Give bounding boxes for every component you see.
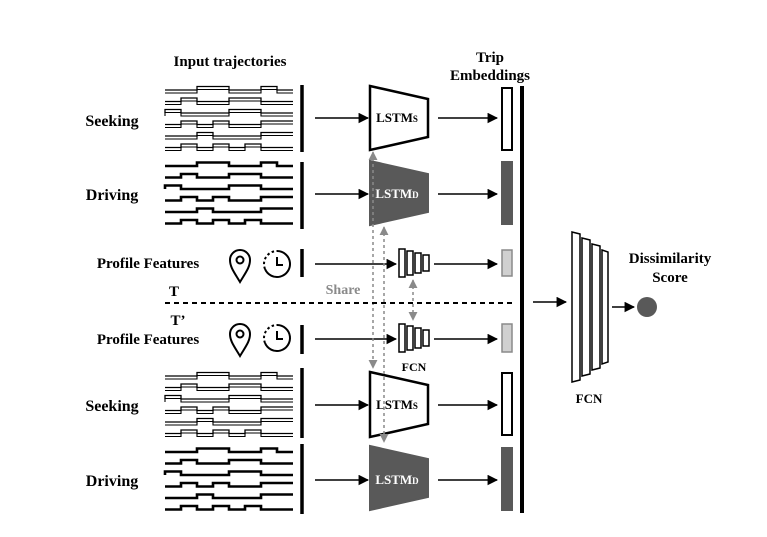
- embedding-profile-top: [501, 249, 513, 277]
- embedding-driving-top: [501, 161, 513, 225]
- profile-features-label-bottom: Profile Features: [97, 332, 199, 348]
- trajectory-line-outline: [165, 420, 293, 426]
- trajectory-line-outline: [165, 386, 293, 392]
- embedding-seeking-bottom: [501, 372, 513, 436]
- trajectory-line: [165, 143, 293, 149]
- embedding-seeking-top: [501, 87, 513, 151]
- trajectory-line: [165, 504, 293, 511]
- lstm-d-block-bottom: LSTMD: [369, 444, 429, 512]
- trajectory-line-outline: [165, 146, 293, 152]
- svg-text:LSTMS: LSTMS: [376, 110, 418, 125]
- embedding-profile-bottom: [501, 323, 513, 353]
- trajectory-line: [165, 493, 293, 500]
- location-pin-icon: [228, 249, 252, 284]
- trajectory-line: [165, 161, 293, 168]
- trajectory-line-outline: [164, 397, 293, 403]
- trajectory-line: [165, 207, 293, 214]
- seeking-trajectories-top: [164, 85, 293, 152]
- fcn-big: [571, 231, 609, 383]
- profile-features-label-top: Profile Features: [97, 256, 199, 272]
- trajectory-line: [165, 120, 293, 126]
- share-label: Share: [326, 283, 361, 298]
- lstm-s-block-bottom: LSTMS: [368, 370, 430, 439]
- fcn-small-label: FCN: [402, 360, 427, 374]
- driving-trajectories-top: [163, 161, 293, 225]
- trajectory-line: [165, 131, 293, 137]
- trajectory-line-outline: [165, 123, 293, 129]
- trip-header: Trip: [476, 50, 504, 66]
- trajectory-line: [165, 406, 293, 412]
- trajectory-line-outline: [165, 409, 293, 415]
- t-marker: T: [169, 284, 179, 300]
- fcn-big-label: FCN: [576, 391, 603, 406]
- driving-label-bottom: Driving: [86, 473, 138, 490]
- trajectory-line: [165, 172, 293, 179]
- trajectory-line-outline: [165, 374, 293, 380]
- lstm-s-block-top: LSTMS: [368, 84, 430, 152]
- score-label: Score: [652, 270, 688, 286]
- lstm-s-label: LSTM: [376, 397, 413, 412]
- lstm-s-subscript: S: [413, 114, 418, 124]
- svg-text:LSTMS: LSTMS: [376, 397, 418, 412]
- lstm-d-subscript: D: [412, 190, 419, 200]
- input-trajectories-header: Input trajectories: [174, 54, 287, 70]
- lstm-d-label: LSTM: [375, 472, 412, 487]
- trajectory-line: [165, 447, 293, 454]
- trajectory-line: [163, 184, 293, 191]
- clock-icon: [263, 250, 291, 278]
- trajectory-line-outline: [165, 100, 293, 106]
- t-prime-marker: T’: [171, 313, 186, 329]
- clock-icon: [263, 324, 291, 352]
- trajectory-line: [165, 458, 293, 465]
- trajectory-line: [165, 481, 293, 488]
- fcn-small-bottom: [398, 323, 430, 353]
- lstm-d-block-top: LSTMD: [369, 159, 429, 227]
- dissimilarity-label: Dissimilarity: [629, 251, 712, 267]
- driving-trajectories-bottom: [163, 447, 293, 511]
- trajectory-line-outline: [165, 88, 293, 94]
- location-pin-icon: [228, 323, 252, 358]
- trajectory-line-outline: [165, 134, 293, 140]
- lstm-s-subscript: S: [413, 401, 418, 411]
- trajectory-line: [163, 470, 293, 477]
- trajectory-line: [165, 218, 293, 225]
- trajectory-line: [165, 195, 293, 202]
- trajectory-line: [165, 417, 293, 423]
- driving-label-top: Driving: [86, 187, 138, 204]
- lstm-d-label: LSTM: [375, 186, 412, 201]
- seeking-label-top: Seeking: [85, 113, 138, 130]
- svg-text:LSTMD: LSTMD: [375, 472, 419, 487]
- embeddings-header: Embeddings: [450, 68, 530, 84]
- fcn-small-top: [398, 248, 430, 278]
- svg-text:LSTMD: LSTMD: [375, 186, 419, 201]
- trajectory-line-outline: [165, 432, 293, 438]
- embedding-driving-bottom: [501, 447, 513, 511]
- seeking-trajectories-bottom: [164, 371, 293, 438]
- seeking-label-bottom: Seeking: [85, 398, 138, 415]
- lstm-d-subscript: D: [412, 476, 419, 486]
- lstm-s-label: LSTM: [376, 110, 413, 125]
- trajectory-line-outline: [164, 111, 293, 117]
- trajectory-line: [165, 429, 293, 435]
- dissimilarity-score-node: [637, 297, 657, 317]
